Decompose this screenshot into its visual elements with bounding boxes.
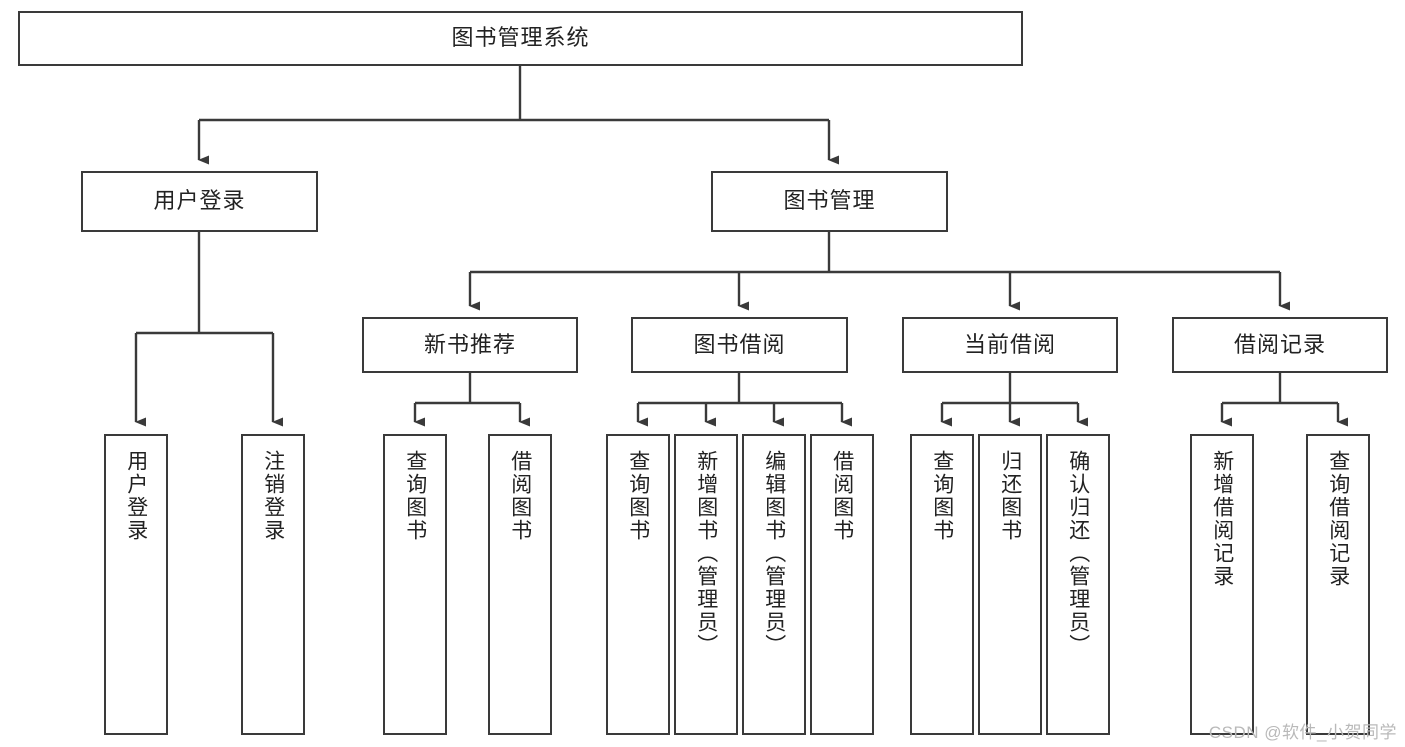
node-leaf-query-book-1-label: 查询图书 (403, 450, 427, 542)
node-leaf-user-logout-label: 注销登录 (261, 450, 285, 542)
node-leaf-borrow-book-2-label: 借阅图书 (830, 450, 854, 542)
node-leaf-query-book-3-label: 查询图书 (930, 450, 954, 542)
node-leaf-borrow-book-1-label: 借阅图书 (508, 450, 532, 542)
node-leaf-user-logout[interactable]: 注销登录 (241, 434, 305, 735)
node-root-label: 图书管理系统 (451, 25, 590, 51)
node-leaf-query-book-1[interactable]: 查询图书 (383, 434, 447, 735)
node-new-book-recommend-label: 新书推荐 (423, 331, 516, 357)
node-book-borrow-label: 图书借阅 (693, 331, 786, 357)
node-leaf-add-record[interactable]: 新增借阅记录 (1190, 434, 1254, 735)
node-leaf-add-book[interactable]: 新增图书（管理员） (674, 434, 738, 735)
node-leaf-edit-book[interactable]: 编辑图书（管理员） (742, 434, 806, 735)
node-leaf-query-book-3[interactable]: 查询图书 (910, 434, 974, 735)
node-leaf-query-record-label: 查询借阅记录 (1326, 450, 1350, 588)
node-user-login[interactable]: 用户登录 (81, 171, 318, 232)
node-leaf-return-book[interactable]: 归还图书 (978, 434, 1042, 735)
node-borrow-record-label: 借阅记录 (1233, 331, 1326, 357)
node-leaf-borrow-book-1[interactable]: 借阅图书 (488, 434, 552, 735)
node-leaf-query-book-2-label: 查询图书 (626, 450, 650, 542)
node-leaf-borrow-book-2[interactable]: 借阅图书 (810, 434, 874, 735)
node-book-manage-label: 图书管理 (783, 188, 876, 214)
node-book-borrow[interactable]: 图书借阅 (631, 317, 848, 373)
node-leaf-add-book-label: 新增图书（管理员） (694, 450, 718, 657)
node-root[interactable]: 图书管理系统 (18, 11, 1023, 66)
node-book-manage[interactable]: 图书管理 (711, 171, 948, 232)
node-leaf-user-login[interactable]: 用户登录 (104, 434, 168, 735)
node-leaf-confirm-return-label: 确认归还（管理员） (1066, 450, 1090, 657)
node-leaf-query-record[interactable]: 查询借阅记录 (1306, 434, 1370, 735)
watermark: CSDN @软件_小贺同学 (1208, 723, 1397, 742)
node-leaf-user-login-label: 用户登录 (124, 450, 148, 542)
node-leaf-return-book-label: 归还图书 (998, 450, 1022, 542)
node-leaf-edit-book-label: 编辑图书（管理员） (762, 450, 786, 657)
node-borrow-record[interactable]: 借阅记录 (1172, 317, 1388, 373)
node-user-login-label: 用户登录 (153, 188, 246, 214)
node-leaf-query-book-2[interactable]: 查询图书 (606, 434, 670, 735)
node-leaf-add-record-label: 新增借阅记录 (1210, 450, 1234, 588)
node-current-borrow[interactable]: 当前借阅 (902, 317, 1118, 373)
node-current-borrow-label: 当前借阅 (963, 331, 1056, 357)
node-new-book-recommend[interactable]: 新书推荐 (362, 317, 578, 373)
node-leaf-confirm-return[interactable]: 确认归还（管理员） (1046, 434, 1110, 735)
